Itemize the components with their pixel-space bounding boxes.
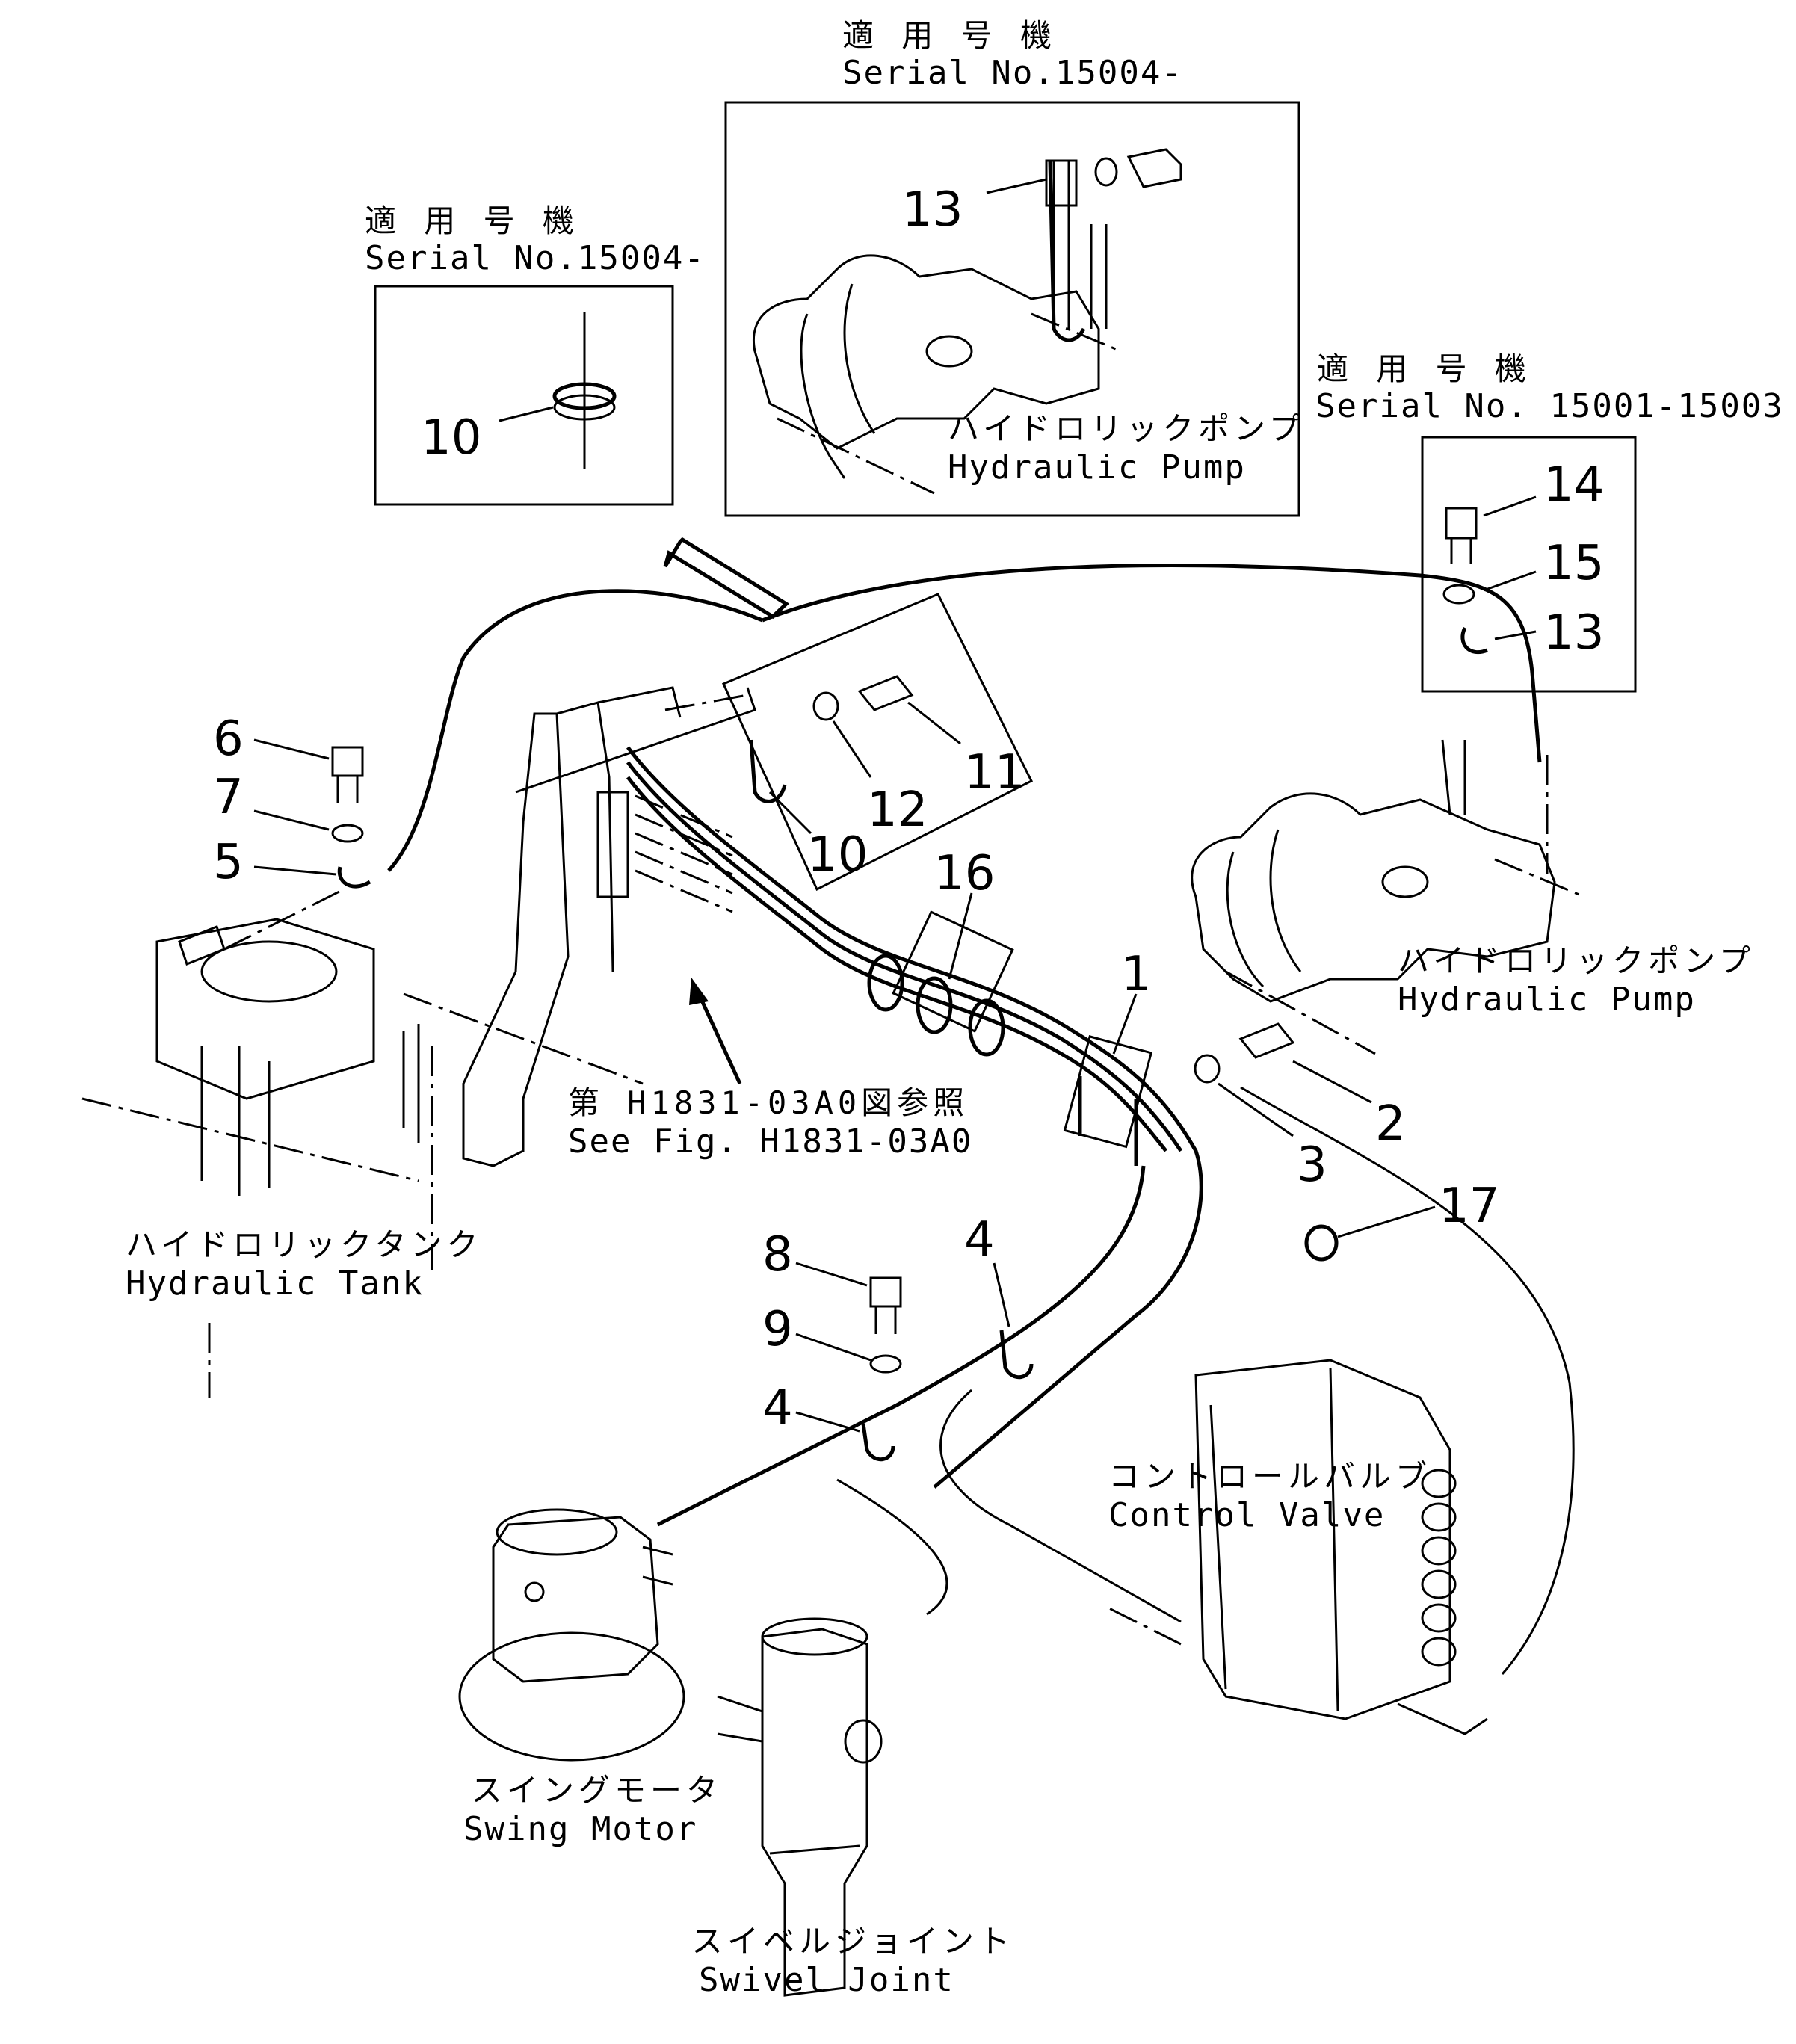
washer-icon: [331, 824, 364, 843]
bolt-icon: [1126, 148, 1182, 188]
pump-label-en: Hydraulic Pump: [1398, 981, 1696, 1019]
part-number-label: 10: [421, 410, 481, 466]
detail-box-3-title-en: Serial No. 15001-15003: [1315, 387, 1784, 425]
clamp-icon: [1304, 1224, 1339, 1262]
clamp-icon: [1045, 159, 1078, 207]
joint-label-en: Swivel Joint: [699, 1961, 954, 1999]
swivel-joint-icon: [761, 1628, 868, 1997]
part-number-9: 7: [213, 770, 244, 825]
detail-box-2-component-jp: ハイドロリックポンプ: [948, 410, 1305, 447]
part-number-4-lower: 4: [762, 1380, 793, 1436]
reference-label-jp: 第 H1831-03A0図参照: [568, 1084, 969, 1121]
leader-line: [499, 406, 554, 422]
detail-box-2-frame: [724, 101, 1300, 517]
detail-box-1-title-en: Serial No.15004-: [365, 239, 706, 277]
bolt-icon: [869, 1276, 902, 1308]
part-number-17: 17: [1439, 1179, 1499, 1234]
tank-label-jp: ハイドロリックタンク: [126, 1226, 482, 1263]
valve-label-en: Control Valve: [1108, 1496, 1385, 1534]
hardware-parts: 6 7 5 11 12 10 16 1 2 3 17 4: [213, 593, 1499, 1462]
part-number-12: 12: [867, 782, 928, 838]
detail-box-3-title-jp: 適 用 号 機: [1317, 351, 1531, 387]
tank-body-icon: [155, 918, 375, 1100]
detail-box-3-frame: [1421, 436, 1637, 693]
pump-label-jp: ハイドロリックポンプ: [1398, 942, 1755, 979]
detail-box-1-title-jp: 適 用 号 機: [365, 203, 578, 239]
swivel-joint-assembly: [717, 1617, 883, 1997]
part-number-16: 16: [934, 846, 995, 901]
hose-routing: [387, 564, 1575, 1675]
joint-label-jp: スイベルジョイント: [691, 1923, 1014, 1960]
part-number-4-upper: 4: [964, 1212, 995, 1268]
bracket-icon: [462, 712, 570, 1167]
tank-label-en: Hydraulic Tank: [126, 1265, 424, 1303]
detail-box-2-title-en: Serial No.15004-: [842, 54, 1183, 92]
bolt-icon: [331, 746, 364, 777]
clamp-icon: [867, 954, 904, 1012]
washer-icon: [869, 1354, 902, 1374]
hydraulic-pump-assembly: [1191, 739, 1585, 1055]
clamp-icon: [337, 866, 371, 889]
detail-box-clamp: 適 用 号 機 Serial No.15004- 10: [365, 203, 706, 506]
part-number-10: 10: [807, 827, 868, 883]
clamp-icon: [999, 1330, 1034, 1380]
valve-body-icon: [1194, 1359, 1451, 1720]
valve-label-jp: コントロールバルブ: [1108, 1458, 1431, 1495]
motor-label-en: Swing Motor: [463, 1810, 697, 1848]
part-number-8: 6: [213, 711, 244, 767]
detail-box-2-component-en: Hydraulic Pump: [948, 448, 1246, 487]
part-number-label: 13: [902, 182, 963, 238]
pump-body-icon: [1191, 792, 1556, 1003]
hose-clamps: [867, 910, 1153, 1166]
part-number-label: 14: [1543, 457, 1604, 513]
part-number-11: 11: [964, 745, 1025, 800]
clamp-icon: [861, 1423, 895, 1462]
component-labels: ハイドロリックポンプ Hydraulic Pump ハイドロリックタンク Hyd…: [126, 942, 1755, 1999]
detail-box-2-title-jp: 適 用 号 機: [842, 17, 1056, 54]
detail-box-serial-range: 適 用 号 機 Serial No. 15001-15003 14 15 13: [1315, 351, 1784, 693]
bolt-icon: [1238, 1022, 1295, 1059]
clamp-icon: [749, 739, 787, 803]
washer-icon: [1094, 157, 1118, 187]
part-number-label: 15: [1543, 536, 1604, 591]
part-number-7: 5: [213, 835, 244, 890]
swing-motor-assembly: [458, 1508, 685, 1762]
washer-icon: [1194, 1054, 1221, 1084]
detail-box-pump: 適 用 号 機 Serial No.15004- 13 ハイドロリックポンプ H…: [724, 17, 1305, 517]
bolt-icon: [1445, 507, 1478, 540]
part-number-3: 3: [1297, 1137, 1327, 1193]
reference-label-en: See Fig. H1831-03A0: [568, 1123, 972, 1161]
pump-body-icon: [753, 254, 1100, 450]
washer-icon: [812, 691, 839, 721]
part-number-6: 9: [762, 1302, 793, 1357]
part-number-label: 13: [1543, 605, 1604, 661]
detail-frame-bracket: [721, 593, 1034, 892]
clamp-band-icon: [552, 382, 617, 410]
detail-box-1-frame: [374, 285, 674, 506]
part-number-1: 1: [1121, 947, 1152, 1002]
direction-arrow-icon: [663, 537, 790, 620]
reference-arrow-icon: [689, 978, 709, 1005]
clamp-icon: [1460, 626, 1488, 655]
bolt-icon: [857, 675, 914, 711]
control-valve-assembly: [1105, 1359, 1488, 1735]
clamp-icon: [916, 976, 953, 1034]
part-number-5: 8: [762, 1227, 793, 1282]
washer-icon: [1442, 584, 1475, 605]
part-number-2: 2: [1375, 1096, 1406, 1152]
clamp-icon: [968, 998, 1005, 1057]
swing-motor-icon: [492, 1516, 659, 1683]
hydraulic-tank-assembly: [81, 686, 748, 1398]
motor-label-jp: スイングモータ: [471, 1772, 722, 1809]
